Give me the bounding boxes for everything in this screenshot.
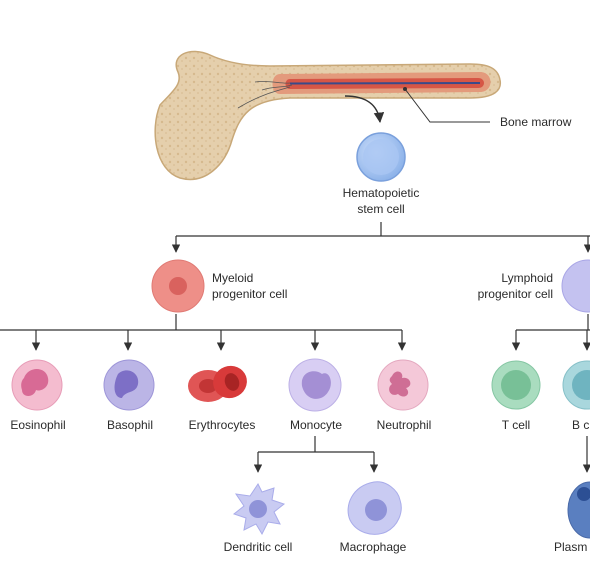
- eosinophil-label: Eosinophil: [10, 418, 66, 432]
- plasma-cell-label: Plasm: [554, 540, 588, 554]
- macrophage-cell: [347, 481, 402, 535]
- blood-vessel: [289, 82, 481, 85]
- basophil-cell: [103, 359, 155, 411]
- stem-cell-label-line2: stem cell: [357, 202, 405, 216]
- erythrocytes-cells: [188, 365, 247, 402]
- bone-shape: [154, 50, 502, 181]
- connectors: [0, 222, 590, 473]
- dendritic-cell: [232, 483, 286, 536]
- myeloid-label-line1: Myeloid: [212, 271, 254, 285]
- neutrophil-cell: [377, 359, 429, 411]
- erythrocytes-label: Erythrocytes: [188, 418, 256, 432]
- dendritic-cell-label: Dendritic cell: [223, 540, 293, 554]
- t-cell: [491, 360, 541, 410]
- b-cell-label: B c: [572, 418, 590, 432]
- lymphoid-label-line2: progenitor cell: [477, 287, 553, 301]
- lymphoid-label: Lymphoid progenitor cell: [478, 270, 553, 302]
- monocyte-label: Monocyte: [289, 418, 343, 432]
- stem-cell-label-line1: Hematopoietic: [342, 186, 420, 200]
- lymphoid-progenitor-cell: [561, 259, 590, 313]
- plasma-cell: [567, 481, 590, 539]
- bone-marrow-label: Bone marrow: [500, 115, 572, 129]
- macrophage-label: Macrophage: [339, 540, 407, 554]
- myeloid-progenitor-cell: [151, 259, 205, 313]
- t-cell-label: T cell: [501, 418, 531, 432]
- lymphoid-label-line1: Lymphoid: [501, 271, 553, 285]
- myeloid-label-line2: progenitor cell: [212, 287, 288, 301]
- basophil-label: Basophil: [106, 418, 154, 432]
- stem-cell-label: Hematopoietic stem cell: [343, 185, 420, 217]
- bone-illustration: [154, 50, 502, 181]
- myeloid-label: Myeloid progenitor cell: [212, 270, 287, 302]
- eosinophil-cell: [11, 359, 63, 411]
- bone-marrow-leader: [404, 88, 490, 123]
- marrow-to-stem-arrow: [344, 95, 385, 124]
- b-cell: [562, 360, 590, 410]
- stem-cell: [356, 132, 406, 182]
- neutrophil-label: Neutrophil: [376, 418, 432, 432]
- monocyte-cell: [288, 358, 342, 412]
